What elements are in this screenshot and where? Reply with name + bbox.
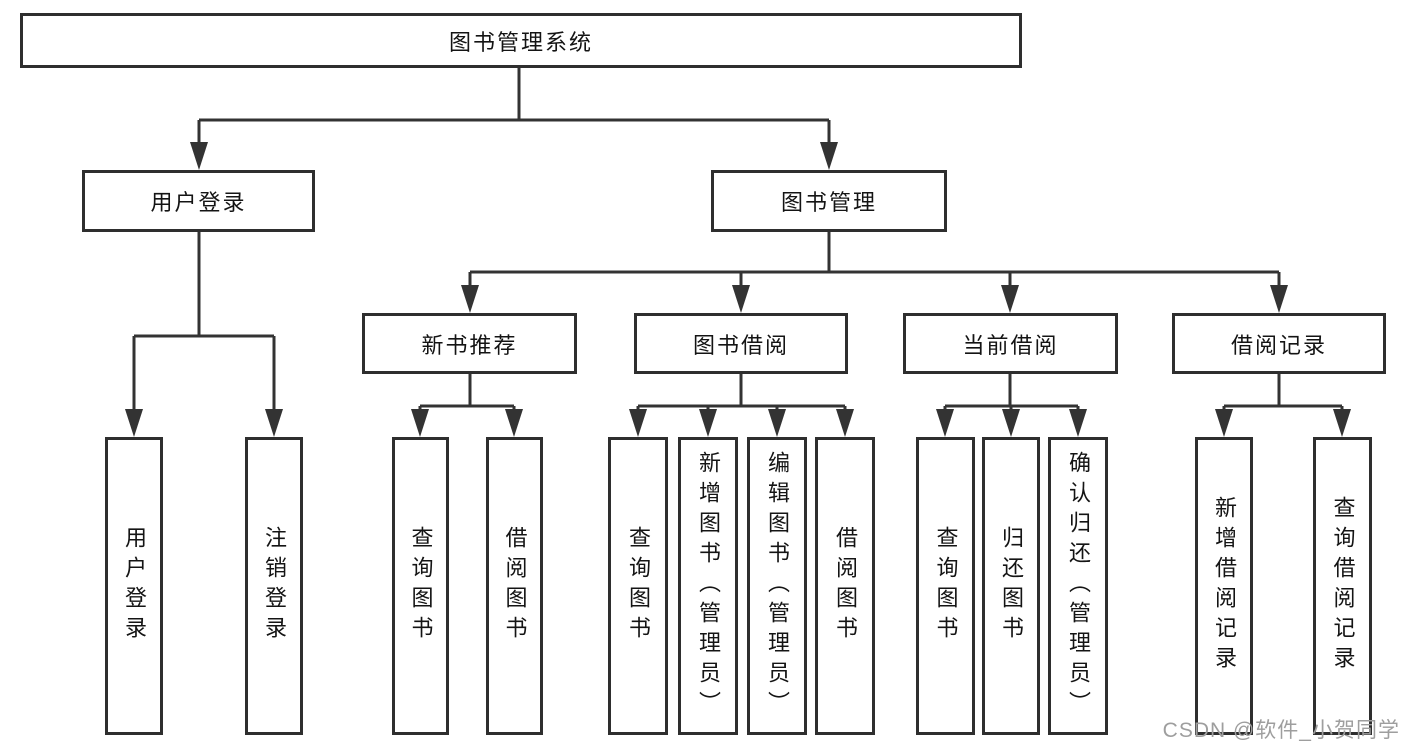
leaf-bb-edit-books-admin: 编辑图书（管理员） [747, 437, 807, 735]
leaf-bb-query-books: 查询图书 [608, 437, 668, 735]
leaf-cb-query-books-label: 查询图书 [933, 526, 959, 646]
leaf-nbr-borrow-books: 借阅图书 [486, 437, 543, 735]
leaf-cb-confirm-return-admin-label: 确认归还（管理员） [1066, 451, 1091, 721]
leaf-nbr-query-books-label: 查询图书 [408, 526, 434, 646]
node-user-login-label: 用户登录 [150, 190, 247, 215]
leaf-cb-query-books: 查询图书 [916, 437, 975, 735]
leaf-bb-add-books-admin-label: 新增图书（管理员） [696, 451, 721, 721]
leaf-bb-borrow-books-label: 借阅图书 [833, 526, 858, 646]
node-new-book-recommendation-label: 新书推荐 [421, 332, 518, 358]
node-book-borrowing: 图书借阅 [634, 313, 848, 374]
node-book-borrowing-label: 图书借阅 [692, 332, 789, 358]
leaf-br-add-borrow-record-label: 新增借阅记录 [1212, 496, 1237, 676]
node-user-login: 用户登录 [82, 170, 315, 232]
leaf-br-add-borrow-record: 新增借阅记录 [1195, 437, 1253, 735]
leaf-cb-return-books-label: 归还图书 [999, 526, 1024, 646]
node-new-book-recommendation: 新书推荐 [362, 313, 577, 374]
leaf-cb-return-books: 归还图书 [982, 437, 1040, 735]
node-current-borrowing-label: 当前借阅 [962, 332, 1059, 358]
leaf-bb-borrow-books: 借阅图书 [815, 437, 875, 735]
leaf-logout-label: 注销登录 [262, 526, 287, 646]
node-root-label: 图书管理系统 [448, 29, 593, 55]
leaf-cb-confirm-return-admin: 确认归还（管理员） [1048, 437, 1108, 735]
node-borrowing-records: 借阅记录 [1172, 313, 1386, 374]
leaf-user-login-label: 用户登录 [122, 526, 147, 646]
watermark: CSDN @软件_小贺同学 [1162, 719, 1400, 742]
leaf-logout: 注销登录 [245, 437, 303, 735]
node-book-management: 图书管理 [711, 170, 947, 232]
node-current-borrowing: 当前借阅 [903, 313, 1118, 374]
leaf-nbr-borrow-books-label: 借阅图书 [502, 526, 528, 646]
leaf-user-login: 用户登录 [105, 437, 163, 735]
leaf-bb-add-books-admin: 新增图书（管理员） [678, 437, 738, 735]
leaf-br-query-borrow-record: 查询借阅记录 [1313, 437, 1372, 735]
node-borrowing-records-label: 借阅记录 [1230, 332, 1327, 358]
leaf-nbr-query-books: 查询图书 [392, 437, 449, 735]
leaf-bb-query-books-label: 查询图书 [626, 526, 651, 646]
node-root: 图书管理系统 [20, 13, 1022, 68]
arrowheads [125, 142, 1351, 437]
leaf-br-query-borrow-record-label: 查询借阅记录 [1330, 496, 1356, 676]
leaf-bb-edit-books-admin-label: 编辑图书（管理员） [765, 451, 790, 721]
node-book-management-label: 图书管理 [780, 190, 877, 215]
